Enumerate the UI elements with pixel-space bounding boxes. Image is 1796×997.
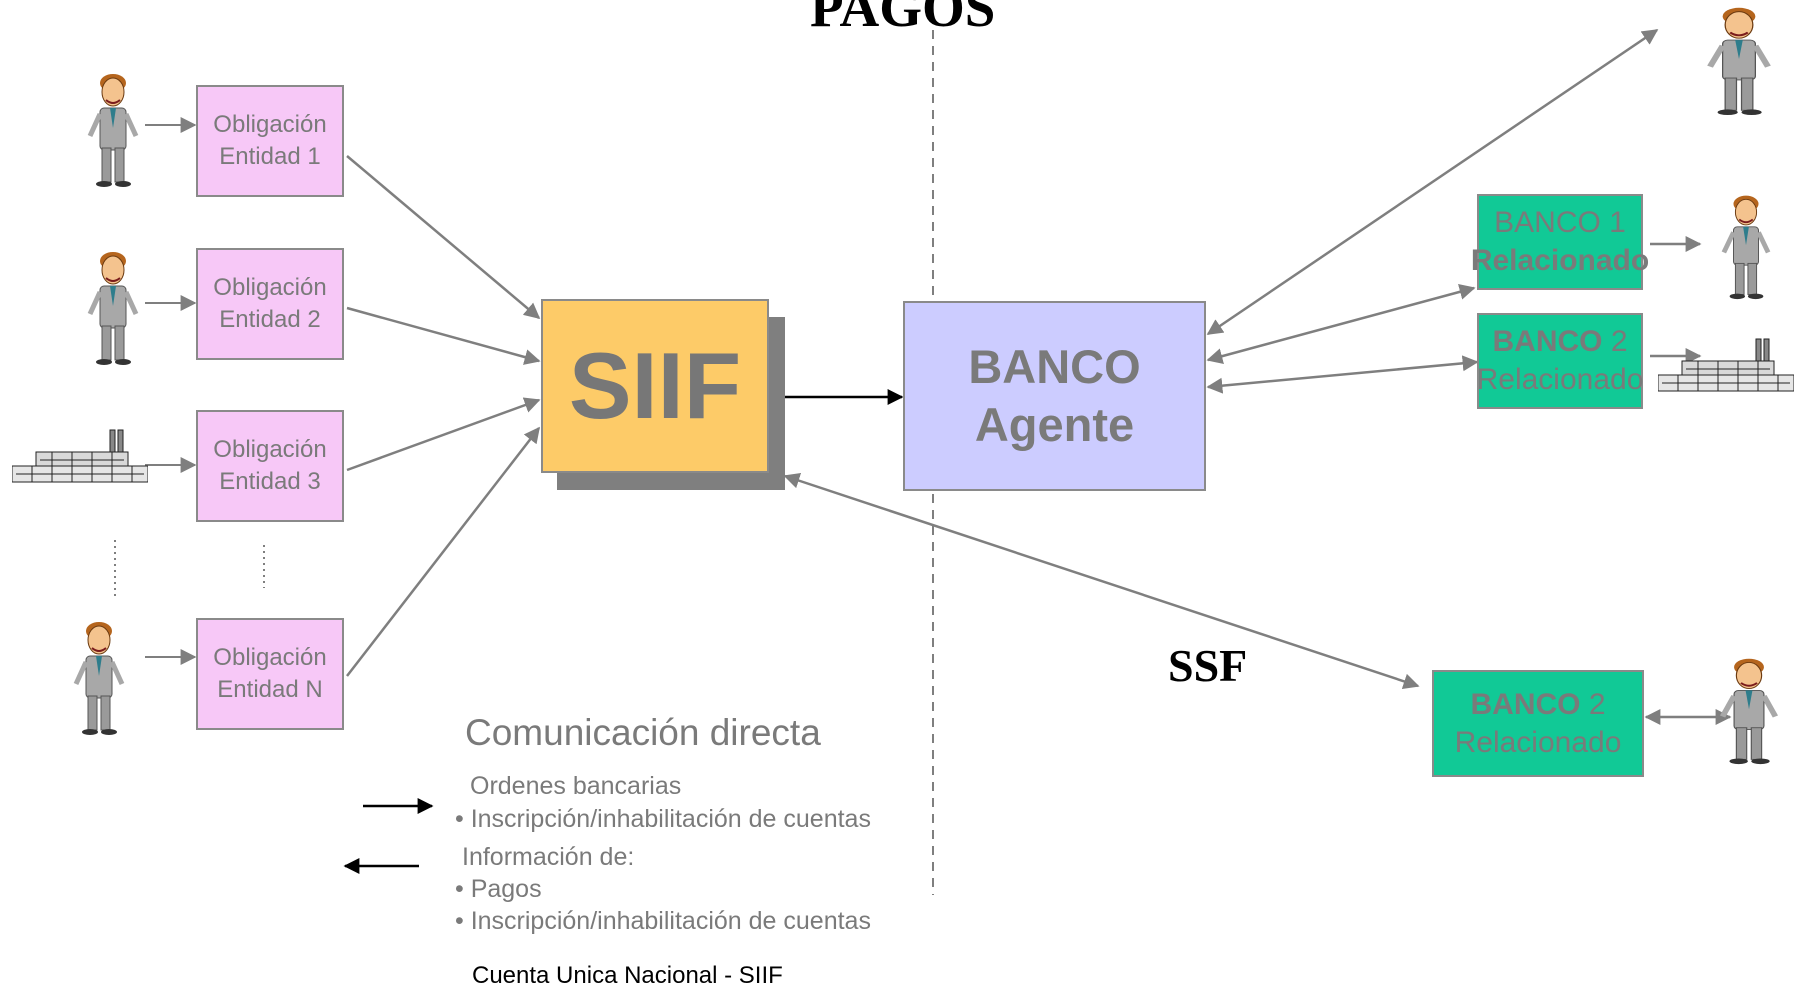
person-icon — [1719, 658, 1779, 765]
entity-box-1: Obligación Entidad 1 — [196, 85, 344, 197]
entity-box-2: Obligación Entidad 2 — [196, 248, 344, 360]
person-icon — [87, 74, 139, 187]
bank-label-line2: Relacionado — [1470, 244, 1650, 277]
agent-label-line2: Agente — [974, 398, 1135, 451]
arrow-agent-bank2 — [1206, 355, 1479, 394]
legend-title: Comunicación directa — [465, 712, 821, 753]
person-icon — [1721, 195, 1771, 300]
arrow-entity1-siif — [346, 155, 541, 320]
entity-box-n: Obligación Entidad N — [196, 618, 344, 730]
footer-caption: Cuenta Unica Nacional - SIIF — [472, 962, 783, 989]
agent-label-line1: BANCO — [968, 340, 1141, 393]
entity-label-line2: Entidad 3 — [219, 468, 321, 495]
arrow-entity2-siif — [346, 306, 541, 365]
entity-label-line1: Obligación — [213, 274, 327, 301]
legend-outgoing-heading: Ordenes bancarias — [470, 772, 682, 800]
bank-label-number: 2 — [1580, 687, 1606, 721]
factory-icon — [12, 429, 148, 483]
arrow-entity3-siif — [346, 397, 541, 472]
bank-label-bold: BANCO — [1492, 325, 1603, 358]
arrow-agent-bank1 — [1206, 284, 1476, 364]
person-icon — [1707, 7, 1771, 116]
bank-label-line1: BANCO 1 — [1494, 206, 1626, 239]
bank-label-number: 2 — [1602, 325, 1628, 358]
entity-label-line2: Entidad N — [217, 676, 323, 703]
legend-incoming-item: • Pagos — [455, 875, 542, 903]
banco-agente-box: BANCO Agente — [903, 301, 1206, 491]
legend-incoming-item: • Inscripción/inhabilitación de cuentas — [455, 907, 871, 935]
arrow-siif-ssfbank — [783, 472, 1420, 690]
bank-label-line1: BANCO 2 — [1470, 686, 1605, 724]
entity-box-3: Obligación Entidad 3 — [196, 410, 344, 522]
factory-icon — [1658, 338, 1794, 392]
entity-label-line1: Obligación — [213, 111, 327, 138]
entity-label-line2: Entidad 1 — [219, 143, 321, 170]
arrow-entityN-siif — [346, 426, 540, 677]
diagram-title: PAGOS — [810, 0, 996, 38]
siif-box: SIIF — [541, 299, 769, 473]
bank-label-line2: Relacionado — [1454, 725, 1622, 759]
entity-label-line1: Obligación — [213, 644, 327, 671]
legend-incoming-heading: Información de: — [462, 843, 635, 871]
ssf-bank-box: BANCO 2 Relacionado — [1432, 670, 1644, 777]
person-icon — [87, 252, 139, 365]
entity-label-line2: Entidad 2 — [219, 306, 321, 333]
ssf-label: SSF — [1168, 640, 1248, 691]
entity-label-line1: Obligación — [213, 436, 327, 463]
arrow-agent-topperson — [1206, 28, 1659, 336]
bank-label-bold: BANCO — [1470, 687, 1581, 721]
legend-outgoing-item: • Inscripción/inhabilitación de cuentas — [455, 805, 871, 833]
related-bank-2-box: BANCO 2 Relacionado — [1477, 313, 1643, 409]
bank-label-line2: Relacionado — [1476, 363, 1644, 396]
bank-label-line1: BANCO 2 — [1492, 323, 1627, 361]
related-bank-1-box: BANCO 1 Relacionado — [1471, 194, 1649, 290]
person-icon — [73, 622, 125, 735]
